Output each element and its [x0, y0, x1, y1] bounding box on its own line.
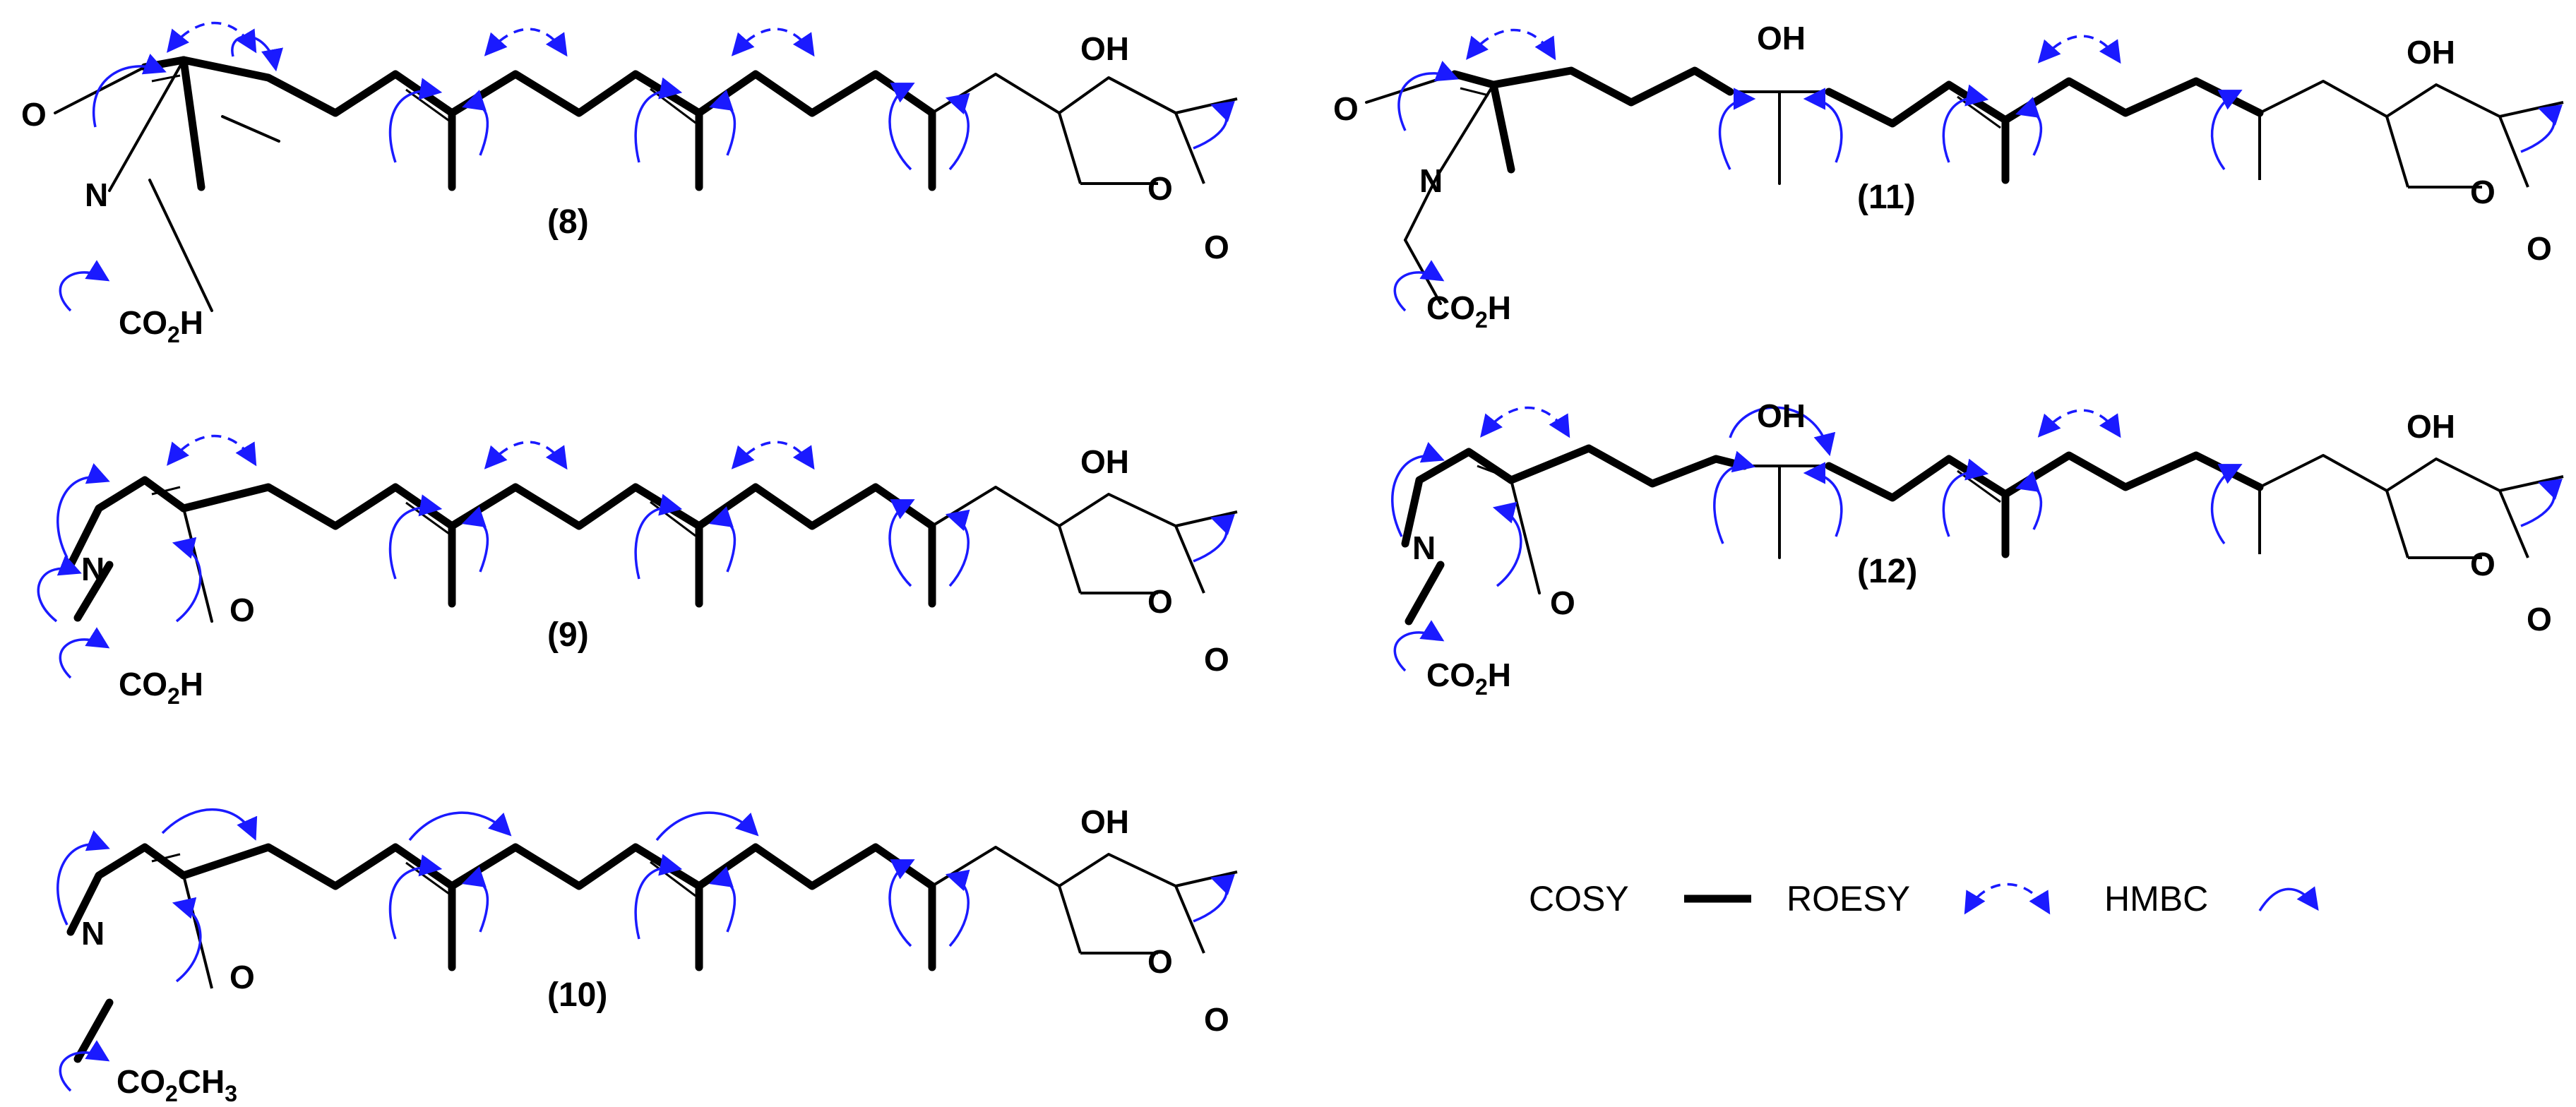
double-bond-lines: [151, 74, 696, 124]
compound-8: O N OH O O CO2H (8): [21, 21, 1238, 347]
nitrogen-atom: N: [1412, 529, 1436, 566]
legend: COSY ROESY HMBC: [1529, 879, 2319, 918]
hmbc-arrows: [1391, 406, 2563, 672]
midchain-hydroxyl-label: OH: [1757, 20, 1806, 56]
cosy-bonds: [1401, 444, 2264, 626]
double-bond-lines: [151, 486, 696, 537]
compound-label: (8): [547, 203, 589, 241]
hmbc-arrows: [56, 808, 1235, 1092]
double-bond-lines: [1460, 87, 2001, 129]
hmbc-arrows: [37, 463, 1235, 679]
nitrogen-atom: N: [81, 915, 105, 952]
double-bond-lines: [151, 853, 696, 897]
compound-9: N O OH O O CO2H (9): [37, 434, 1238, 709]
lactone-oxygen: O: [1204, 641, 1229, 678]
hydroxyl-label: OH: [1080, 443, 1129, 480]
nitrogen-atom: N: [81, 551, 105, 587]
thin-chain: [931, 846, 1238, 955]
carbonyl-oxygen: O: [229, 592, 255, 628]
legend-roesy-arrow: [1964, 882, 2051, 915]
acid-group: CO2H: [1426, 657, 1511, 700]
acid-group: CO2H: [119, 304, 203, 347]
acid-group: CO2CH3: [117, 1063, 237, 1103]
ring-oxygen: O: [1147, 943, 1173, 980]
double-bond-lines: [1477, 465, 2001, 503]
cosy-bonds: [66, 476, 936, 622]
legend-roesy-label: ROESY: [1787, 879, 1910, 918]
hydroxyl-label: OH: [2407, 408, 2455, 445]
lactone-oxygen: O: [2527, 601, 2552, 638]
compound-label: (10): [547, 976, 607, 1014]
carbonyl-oxygen: O: [1333, 90, 1359, 127]
carbonyl-oxygen: O: [21, 96, 47, 133]
carbonyl-oxygen: O: [1550, 585, 1575, 621]
roesy-arrows: [167, 21, 815, 57]
cosy-bonds: [66, 843, 936, 1063]
legend-hmbc-arrow: [2258, 886, 2319, 911]
acid-group: CO2H: [1426, 289, 1511, 333]
legend-cosy-label: COSY: [1529, 879, 1629, 918]
thin-chain: [1744, 454, 2564, 559]
carbonyl-oxygen: O: [229, 959, 255, 995]
cosy-bonds: [141, 56, 936, 191]
nitrogen-atom: N: [1419, 162, 1443, 199]
hydroxyl-label: OH: [2407, 34, 2455, 71]
thin-chain: [1730, 80, 2564, 189]
ring-oxygen: O: [2470, 174, 2496, 210]
legend-hmbc-label: HMBC: [2104, 879, 2208, 918]
compound-label: (12): [1857, 553, 1917, 590]
roesy-arrows: [167, 434, 815, 470]
ring-oxygen: O: [1147, 583, 1173, 620]
cosy-bonds: [1450, 66, 2264, 184]
compound-11: O N OH OH O O CO2H (11): [1333, 20, 2564, 333]
hmbc-arrows: [1393, 61, 2563, 312]
hydroxyl-label: OH: [1080, 30, 1129, 67]
nitrogen-atom: N: [85, 176, 108, 213]
compound-label: (11): [1857, 179, 1916, 216]
ring-oxygen: O: [1147, 170, 1173, 207]
roesy-arrows: [1466, 28, 2121, 64]
lactone-oxygen: O: [1204, 229, 1229, 265]
acid-group: CO2H: [119, 666, 203, 709]
midchain-hydroxyl-label: OH: [1757, 397, 1806, 434]
compound-10: N O OH O O CO2CH3 (10): [56, 803, 1238, 1106]
thin-chain: [931, 486, 1238, 594]
skeleton-bonds: [1510, 465, 1781, 594]
compound-12: N O OH OH O O CO2H (12): [1391, 397, 2564, 700]
compound-label: (9): [547, 616, 589, 654]
skeleton-bonds: [182, 875, 213, 989]
hydroxyl-label: OH: [1080, 803, 1129, 840]
lactone-oxygen: O: [2527, 230, 2552, 267]
roesy-arrows: [1480, 406, 2121, 438]
thin-chain: [931, 73, 1238, 185]
lactone-oxygen: O: [1204, 1001, 1229, 1038]
ring-oxygen: O: [2470, 546, 2496, 582]
